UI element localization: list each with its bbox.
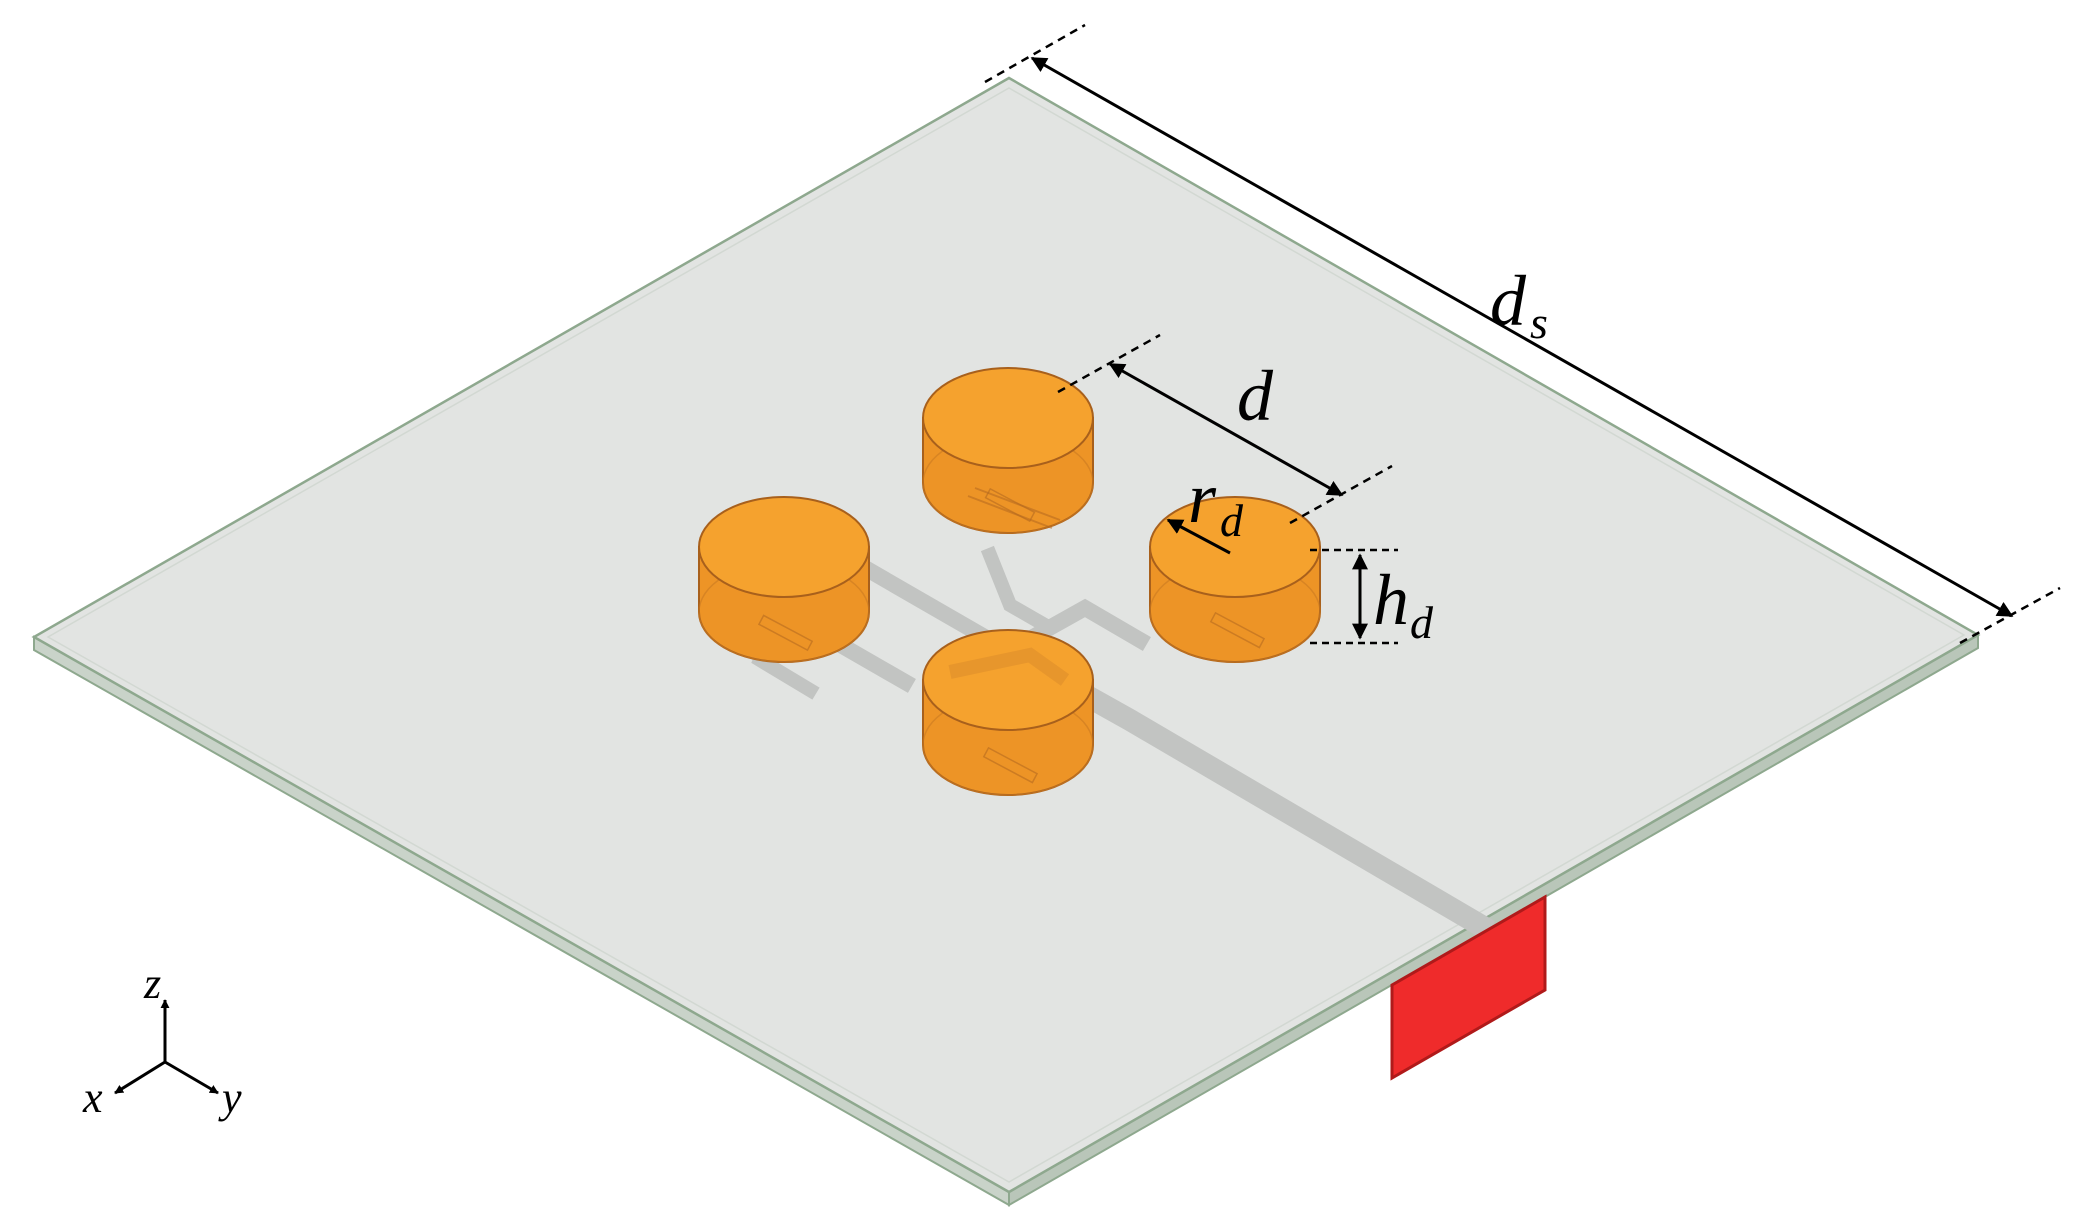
dimension-rd: r d <box>1166 458 1244 555</box>
label-ds-main: d <box>1490 261 1527 341</box>
label-d: d <box>1237 356 1274 436</box>
label-rd-sub: d <box>1220 495 1244 546</box>
label-hd-sub: d <box>1410 597 1434 648</box>
axis-label-z: z <box>143 959 161 1008</box>
axis-label-x: x <box>82 1073 103 1122</box>
resonator-left <box>698 496 870 663</box>
feed-line-main <box>1065 677 1496 941</box>
feed-port <box>1390 894 1547 1081</box>
dimension-d: d <box>1057 333 1393 525</box>
dimension-ds: d s <box>984 23 2061 645</box>
dimension-hd: h d <box>1310 548 1434 648</box>
label-ds-sub: s <box>1530 297 1548 348</box>
axis-label-y: y <box>218 1073 242 1122</box>
label-hd-main: h <box>1373 560 1409 640</box>
resonator-top <box>922 367 1094 534</box>
label-rd-main: r <box>1188 458 1217 538</box>
axes-triad: z x y <box>82 959 242 1122</box>
resonator-bottom <box>922 629 1094 796</box>
